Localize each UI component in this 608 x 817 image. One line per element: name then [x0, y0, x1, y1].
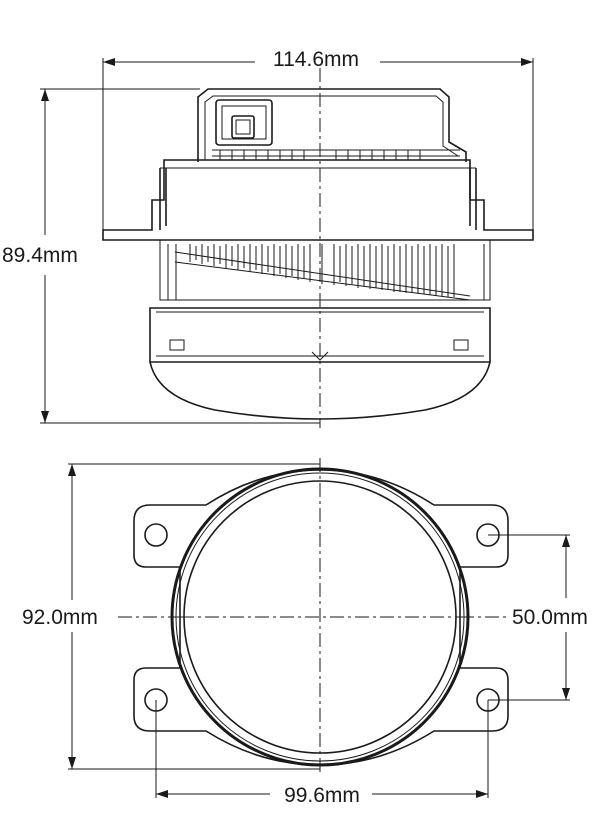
label-flange-height: 92.0mm: [22, 606, 98, 629]
label-width-top: 114.6mm: [273, 48, 359, 71]
mounting-hole-top-left: [144, 523, 168, 547]
label-hole-spacing-vertical: 50.0mm: [512, 606, 588, 629]
dimension-flange-height: 92.0mm: [22, 463, 320, 770]
heat-sink-fins: [159, 240, 491, 301]
side-view: [102, 68, 534, 428]
body-housing: [159, 168, 477, 230]
dimension-height-side: 89.4mm: [2, 88, 320, 424]
connector-ribs: [212, 149, 460, 160]
mounting-flange-profile: [102, 159, 534, 241]
connector-housing: [197, 88, 467, 162]
dimension-hole-spacing-horizontal: 99.6mm: [155, 700, 489, 807]
label-height-side: 89.4mm: [2, 244, 78, 267]
dimension-hole-spacing-vertical: 50.0mm: [488, 534, 588, 701]
flange-outline: [133, 469, 509, 766]
dimension-width-top: 114.6mm: [102, 48, 534, 230]
label-hole-spacing-horizontal: 99.6mm: [284, 784, 360, 807]
front-view: [118, 458, 509, 775]
connector-plug: [215, 99, 273, 146]
